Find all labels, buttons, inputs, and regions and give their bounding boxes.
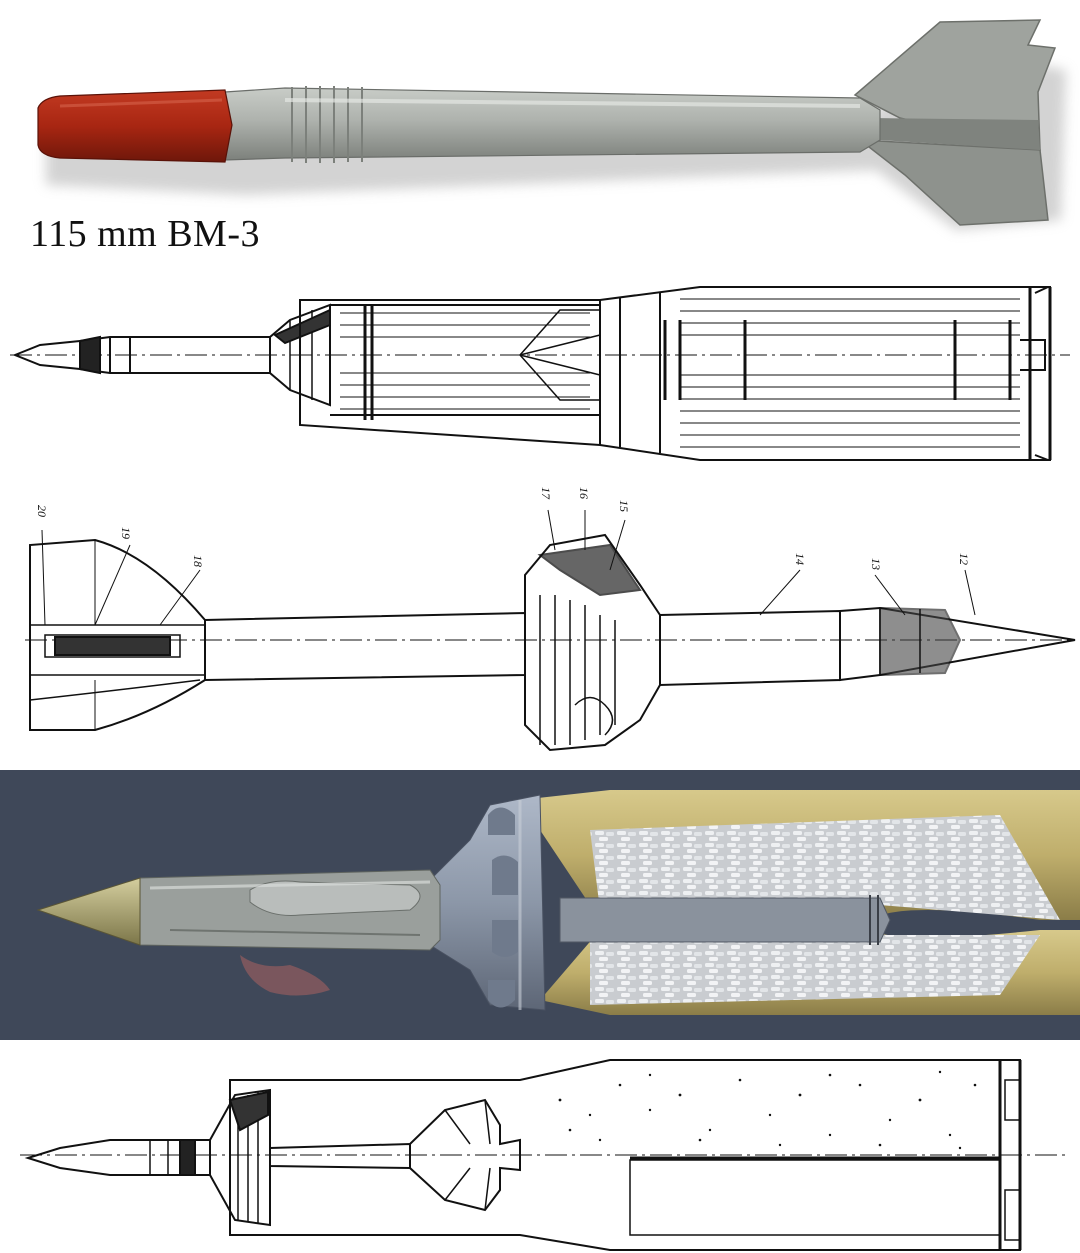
penetrator-rod-lower (269, 1142, 411, 1170)
projectile-photo (37, 19, 1066, 230)
part-label-13: 13 (869, 558, 883, 570)
part-label-12: 12 (957, 553, 971, 565)
propellant-grains-upper (590, 815, 1060, 920)
part-label-14: 14 (793, 553, 807, 565)
cutaway-cartridge-photo-panel (0, 770, 1080, 1040)
propellant-grains-lower (590, 930, 1040, 1005)
sabot-photo (429, 794, 546, 1011)
projectile-detail-drawing-panel: 20 19 18 17 16 15 14 13 12 (0, 475, 1080, 770)
part-number-labels: 20 19 18 17 16 15 14 13 12 (35, 487, 971, 570)
cutaway-cartridge-photo (0, 770, 1080, 1040)
part-label-17: 17 (539, 487, 553, 500)
finned-cartridge-drawing (20, 1059, 1070, 1251)
penetrator-rod (204, 611, 526, 682)
nose-cone (839, 606, 1076, 682)
finned-cartridge-drawing-panel (0, 1040, 1080, 1253)
cartridge-section-drawing-panel (0, 265, 1080, 475)
part-label-20: 20 (35, 505, 49, 517)
forward-body (659, 609, 841, 687)
part-label-18: 18 (191, 555, 205, 567)
part-label-19: 19 (119, 527, 133, 539)
projectile-photo-panel: 115 mm BM-3 (0, 0, 1080, 265)
red-nose-cap (37, 89, 233, 163)
tail-fin-lower (857, 139, 1049, 226)
part-label-15: 15 (617, 500, 631, 512)
sabot-section-lower (209, 1088, 271, 1227)
caption-115mm-bm3: 115 mm BM-3 (30, 213, 260, 255)
part-label-16: 16 (577, 487, 591, 499)
penetrator-tip-photo (36, 877, 141, 946)
projectile-detail-drawing: 20 19 18 17 16 15 14 13 12 (25, 487, 1076, 752)
propellant-stipple (558, 1070, 977, 1150)
cartridge-section-drawing (10, 286, 1070, 461)
